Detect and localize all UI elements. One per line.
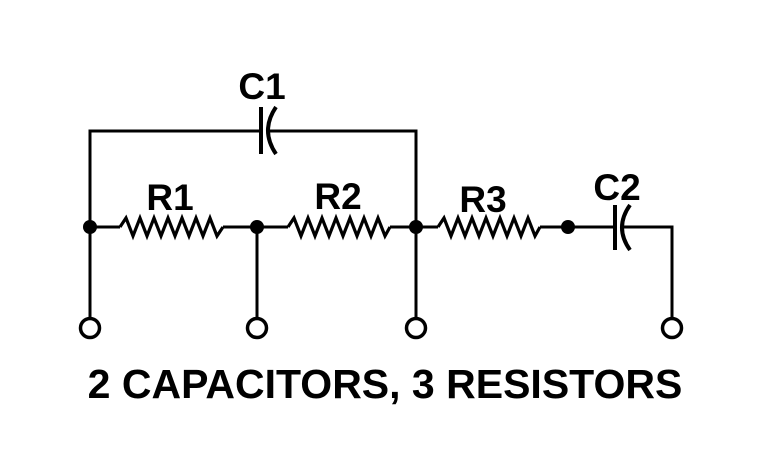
resistor-r3-symbol bbox=[436, 213, 542, 241]
component-label-r2: R2 bbox=[314, 176, 361, 217]
junction-node-2 bbox=[250, 220, 264, 234]
terminal-3 bbox=[404, 316, 428, 340]
wire-c2-to-terminal4 bbox=[621, 225, 674, 317]
resistor-r2-symbol bbox=[286, 213, 392, 241]
terminal-2 bbox=[245, 316, 269, 340]
resistor-r1-symbol bbox=[118, 213, 225, 241]
terminal-1 bbox=[78, 316, 102, 340]
capacitor-c2-plate-curved bbox=[620, 203, 632, 252]
diagram-title: 2 CAPACITORS, 3 RESISTORS bbox=[88, 361, 683, 407]
junction-node-1 bbox=[83, 220, 97, 234]
component-label-c1: C1 bbox=[238, 66, 285, 107]
component-label-r1: R1 bbox=[146, 177, 193, 218]
junction-node-3 bbox=[409, 220, 423, 234]
wire-top-loop-right bbox=[268, 129, 418, 317]
capacitor-c1-plate-curved bbox=[266, 105, 278, 156]
component-label-r3: R3 bbox=[459, 179, 506, 220]
terminal-4 bbox=[660, 316, 684, 340]
component-label-c2: C2 bbox=[593, 167, 640, 208]
junction-node-4 bbox=[561, 220, 575, 234]
wire-top-loop-left bbox=[88, 129, 259, 317]
